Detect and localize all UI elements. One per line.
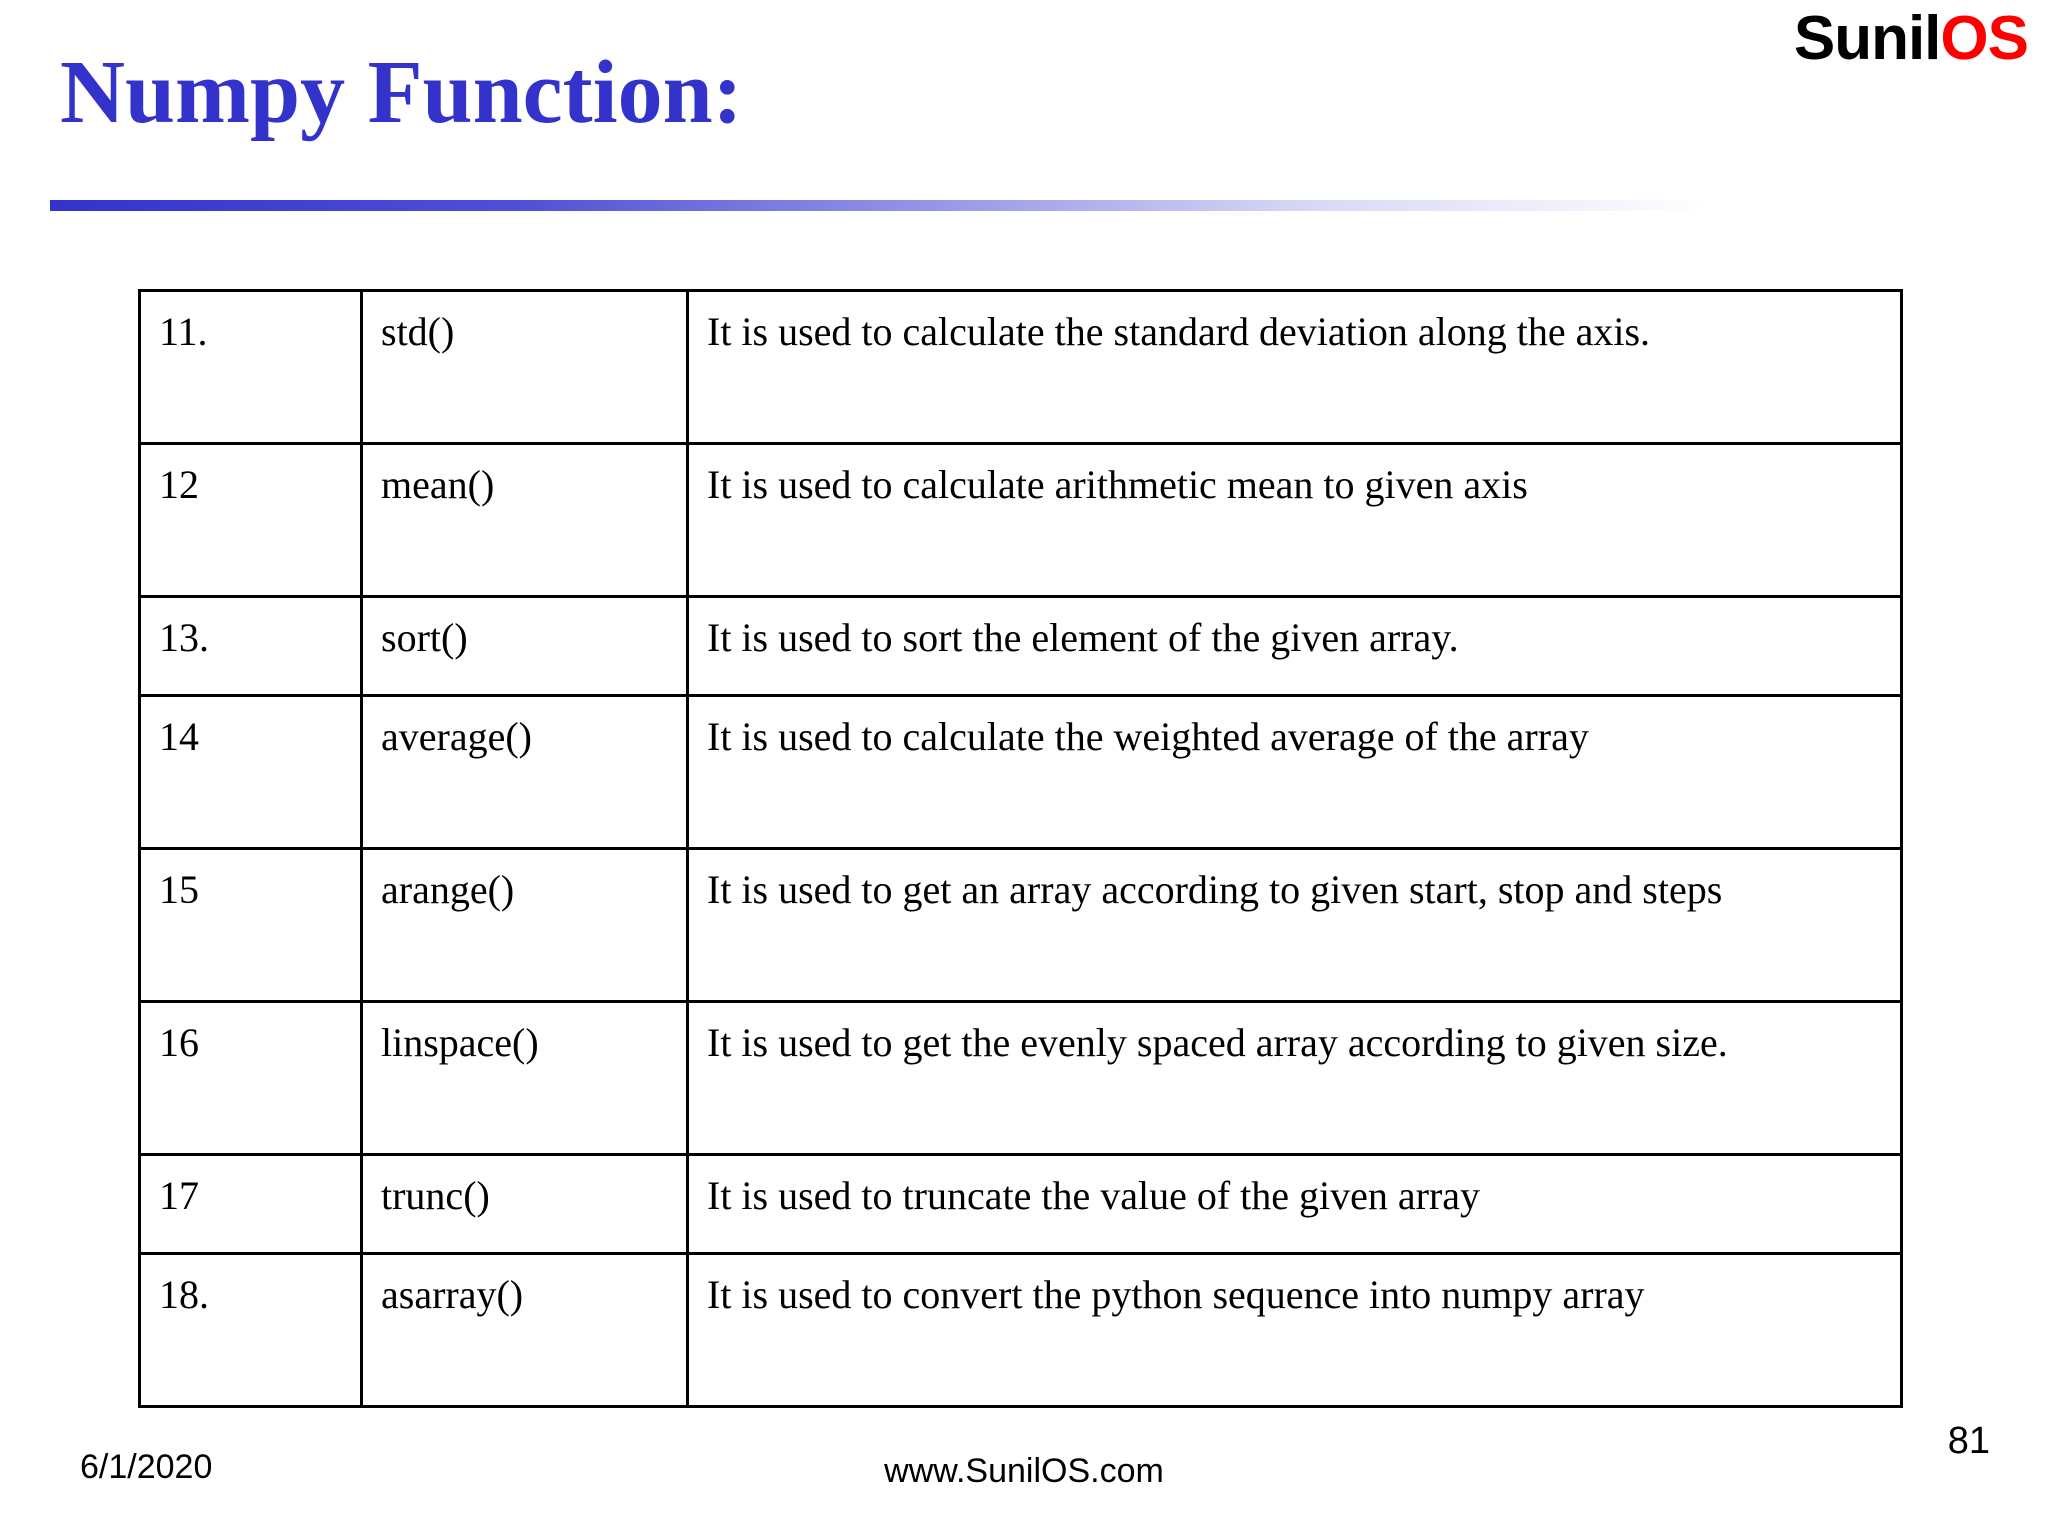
cell-description: It is used to calculate arithmetic mean … (686, 442, 1903, 598)
table-row: 18.asarray()It is used to convert the py… (138, 1252, 1903, 1408)
cell-serial-number: 11. (138, 289, 363, 445)
cell-serial-number: 12 (138, 442, 363, 598)
cell-description: It is used to get the evenly spaced arra… (686, 1000, 1903, 1156)
logo-text-os: OS (1940, 4, 2029, 73)
cell-function-name: trunc() (360, 1153, 689, 1255)
cell-serial-number: 13. (138, 595, 363, 697)
cell-description: It is used to convert the python sequenc… (686, 1252, 1903, 1408)
cell-description: It is used to sort the element of the gi… (686, 595, 1903, 697)
cell-serial-number: 16 (138, 1000, 363, 1156)
cell-function-name: linspace() (360, 1000, 689, 1156)
page-title: Numpy Function: (60, 43, 743, 142)
footer-date: 6/1/2020 (80, 1448, 213, 1486)
title-underline-rule (50, 200, 1710, 211)
footer-website: www.SunilOS.com (884, 1452, 1164, 1490)
table-row: 11.std()It is used to calculate the stan… (138, 289, 1903, 445)
cell-function-name: sort() (360, 595, 689, 697)
footer-page-number: 81 (1947, 1420, 1990, 1462)
cell-serial-number: 15 (138, 847, 363, 1003)
cell-description: It is used to get an array according to … (686, 847, 1903, 1003)
table-row: 13.sort()It is used to sort the element … (138, 595, 1903, 697)
cell-serial-number: 17 (138, 1153, 363, 1255)
cell-description: It is used to calculate the standard dev… (686, 289, 1903, 445)
cell-description: It is used to truncate the value of the … (686, 1153, 1903, 1255)
cell-function-name: std() (360, 289, 689, 445)
cell-description: It is used to calculate the weighted ave… (686, 694, 1903, 850)
cell-serial-number: 14 (138, 694, 363, 850)
cell-function-name: average() (360, 694, 689, 850)
cell-function-name: asarray() (360, 1252, 689, 1408)
cell-serial-number: 18. (138, 1252, 363, 1408)
cell-function-name: mean() (360, 442, 689, 598)
logo-text-sunil: Sunil (1793, 4, 1942, 73)
cell-function-name: arange() (360, 847, 689, 1003)
numpy-function-table: 11.std()It is used to calculate the stan… (138, 289, 1903, 1408)
sunilos-logo: SunilOS (1794, 8, 2029, 70)
